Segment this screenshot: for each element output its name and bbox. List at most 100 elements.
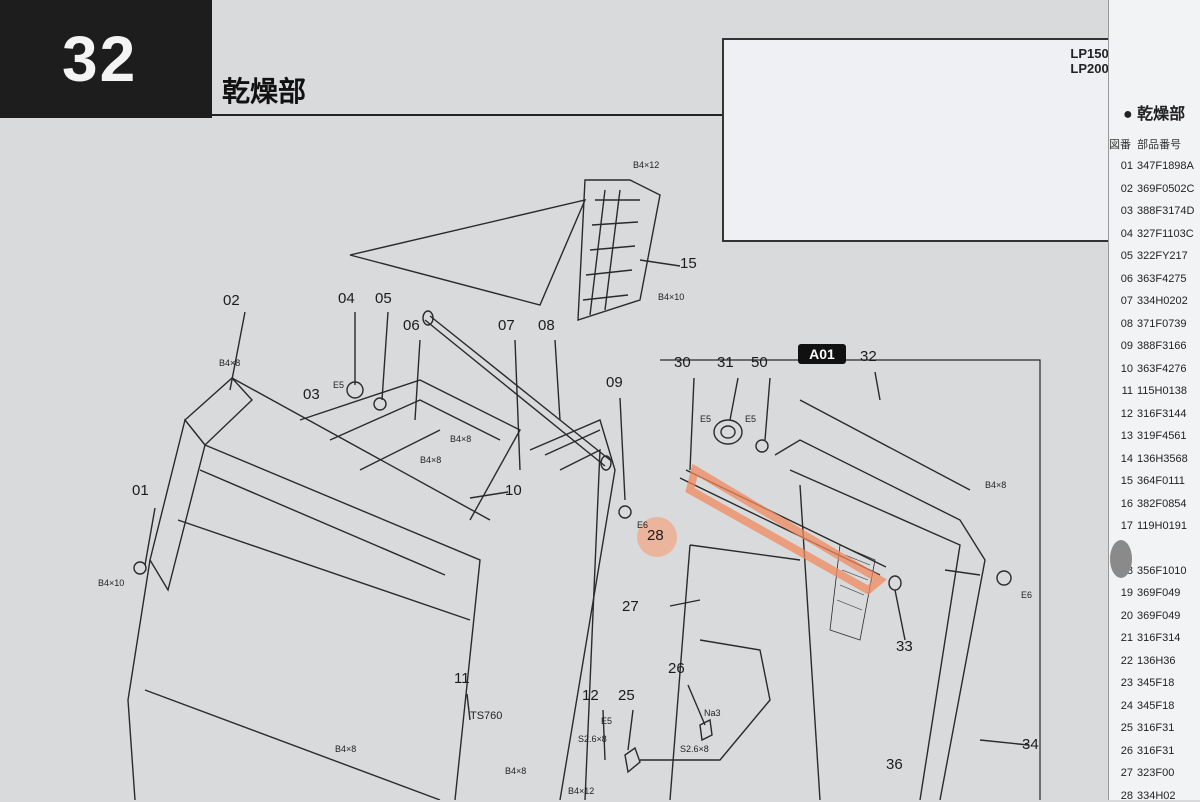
- part-number: 322FY217: [1137, 250, 1188, 262]
- callout-09: 09: [606, 374, 623, 391]
- part-index: 25: [1120, 722, 1133, 734]
- callout-30: 30: [674, 354, 691, 371]
- callout-10: 10: [505, 482, 522, 499]
- part-index: 11: [1121, 385, 1133, 397]
- part-number: 345F18: [1137, 699, 1175, 712]
- parts-list-row: 03 388F3174D: [1109, 205, 1195, 217]
- parts-list-row: 16 382F0854: [1109, 498, 1187, 510]
- part-number: 345F18: [1137, 677, 1175, 689]
- part-index: 14: [1120, 452, 1133, 465]
- part-number: 323F00: [1137, 767, 1175, 779]
- fastener-label: E5: [601, 716, 613, 726]
- column-header: 部品番号: [1137, 139, 1182, 151]
- part-index: 09: [1120, 340, 1133, 352]
- callout-36: 36: [886, 756, 903, 773]
- header-rule: [212, 114, 1112, 116]
- part-number: 369F049: [1137, 609, 1181, 622]
- fastener-label: B4×8: [219, 358, 241, 368]
- machine-inset: LP1500SC LP2000SC: [722, 38, 1144, 242]
- callout-06: 06: [403, 317, 420, 334]
- part-index: 10: [1120, 362, 1133, 375]
- part-number: 334H02: [1137, 789, 1176, 802]
- part-number: 382F0854: [1137, 497, 1187, 510]
- assembly-tag: A01: [798, 344, 846, 364]
- part-index: 16: [1120, 497, 1133, 510]
- fastener-label: E6: [1021, 590, 1033, 600]
- part-number: 371F0739: [1137, 317, 1187, 330]
- callout-15: 15: [680, 255, 697, 272]
- callout-28: 28: [647, 527, 664, 544]
- fastener-label: S2.6×8: [680, 744, 709, 754]
- part-number: 319F4561: [1137, 430, 1187, 442]
- part-index: 12: [1120, 407, 1133, 420]
- part-index: 24: [1120, 699, 1133, 712]
- callout-33: 33: [896, 638, 913, 655]
- part-index: 02: [1120, 182, 1133, 195]
- part-number: 363F4275: [1137, 272, 1187, 285]
- fastener-label: E6: [637, 520, 649, 530]
- callout-02: 02: [223, 292, 240, 309]
- parts-list-title: ● 乾燥部: [1123, 106, 1186, 123]
- fastener-label: B4×8: [335, 744, 357, 754]
- parts-list-row: 23 345F18: [1109, 677, 1175, 689]
- callout-50: 50: [751, 354, 768, 371]
- fastener-label: S2.6×8: [578, 734, 607, 744]
- part-index: 26: [1120, 744, 1133, 757]
- part-index: 23: [1120, 677, 1133, 689]
- callout-04: 04: [338, 290, 355, 307]
- parts-list-row: 01 347F1898A: [1109, 160, 1194, 172]
- part-index: 05: [1120, 250, 1133, 262]
- part-number: 347F1898A: [1137, 160, 1194, 172]
- page-number: 32: [62, 23, 138, 95]
- column-header: 図番: [1109, 139, 1131, 151]
- fastener-label: B4×10: [98, 578, 125, 588]
- part-index: 27: [1120, 767, 1133, 779]
- callout-05: 05: [375, 290, 392, 307]
- part-index: 01: [1120, 160, 1133, 172]
- part-index: 22: [1120, 654, 1133, 667]
- callout-27: 27: [622, 598, 639, 615]
- part-number: 316F3144: [1137, 407, 1187, 420]
- part-marking-label: TS760: [470, 710, 503, 722]
- part-number: 136H36: [1137, 654, 1176, 667]
- part-number: 369F0502C: [1137, 182, 1195, 195]
- part-number: 363F4276: [1137, 362, 1187, 375]
- part-index: 21: [1120, 632, 1133, 644]
- parts-list-row: 02 369F0502C: [1109, 183, 1195, 195]
- part-number: 356F1010: [1137, 564, 1187, 577]
- fastener-label: B4×10: [658, 292, 685, 302]
- part-number: 316F314: [1137, 632, 1181, 644]
- callout-03: 03: [303, 386, 320, 403]
- part-number: 388F3174D: [1137, 205, 1195, 217]
- callout-01: 01: [132, 482, 149, 499]
- parts-list-row: 12 316F3144: [1109, 408, 1187, 420]
- part-index: 28: [1120, 789, 1133, 802]
- fastener-label: B4×12: [633, 160, 660, 170]
- part-index: 03: [1120, 205, 1133, 217]
- fastener-label: E5: [333, 380, 345, 390]
- callout-08: 08: [538, 317, 555, 334]
- parts-list-header: 図番 部品番号: [1109, 136, 1181, 152]
- section-title: 乾燥部: [222, 76, 307, 107]
- fastener-label: B4×12: [568, 786, 595, 796]
- part-index: 08: [1120, 317, 1133, 330]
- page-number-band: 32: [0, 0, 212, 118]
- callout-11: 11: [454, 670, 470, 687]
- fastener-label: B4×8: [505, 766, 527, 776]
- fastener-label: B4×8: [985, 480, 1007, 490]
- callout-34: 34: [1022, 736, 1039, 753]
- callout-32: 32: [860, 348, 877, 365]
- fastener-label: E5: [700, 414, 712, 424]
- callout-25: 25: [618, 687, 635, 704]
- callout-07: 07: [498, 317, 515, 334]
- parts-list-row: 10 363F4276: [1109, 363, 1187, 375]
